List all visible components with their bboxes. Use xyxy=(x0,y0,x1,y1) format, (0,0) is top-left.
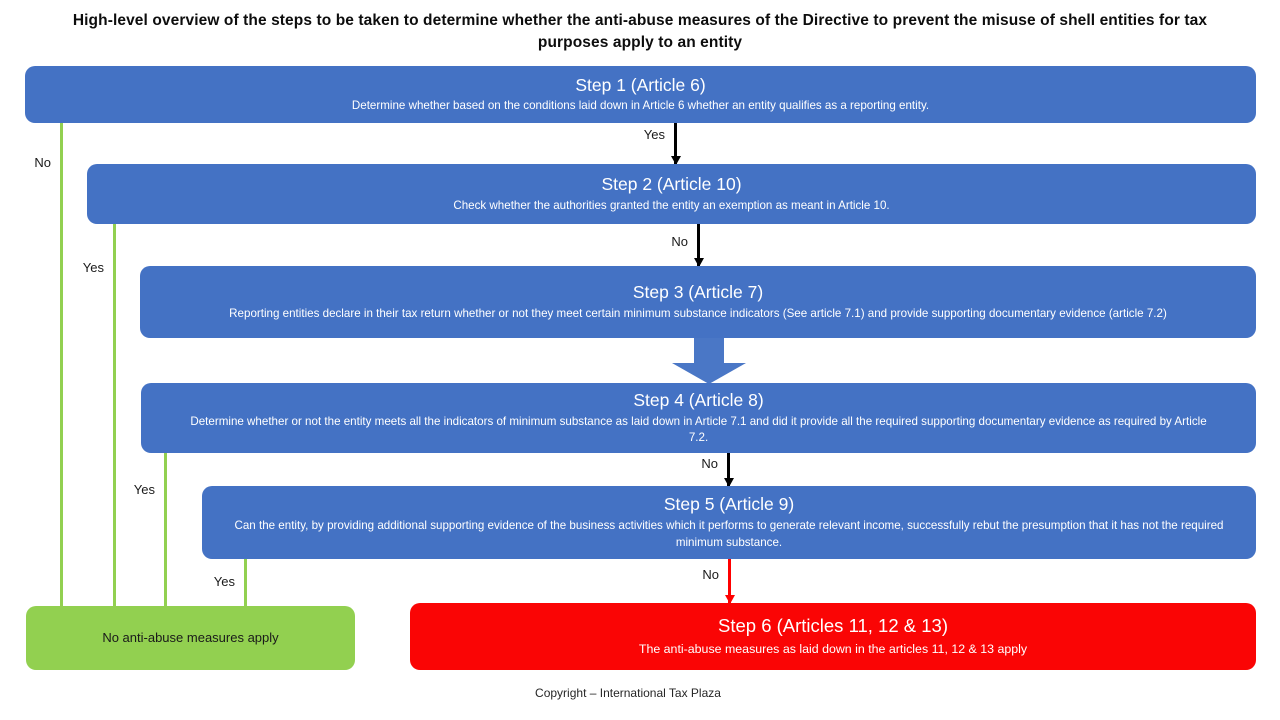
step-5-body: Can the entity, by providing additional … xyxy=(234,519,1224,549)
step-3-body: Reporting entities declare in their tax … xyxy=(229,306,1167,320)
step-6-heading: Step 6 (Articles 11, 12 & 13) xyxy=(718,615,948,637)
connector-label-yes: Yes xyxy=(641,127,667,142)
step-box-4[interactable]: Step 4 (Article 8) Determine whether or … xyxy=(141,383,1256,453)
connector-line xyxy=(728,559,731,603)
outcome-box-no-measures[interactable]: No anti-abuse measures apply xyxy=(26,606,355,670)
step-1-body: Determine whether based on the condition… xyxy=(351,99,930,113)
connector-line xyxy=(113,224,116,614)
outcome-green-label: No anti-abuse measures apply xyxy=(102,629,279,645)
arrowhead-icon xyxy=(724,595,735,604)
block-arrow-shaft xyxy=(694,338,724,364)
step-3-heading: Step 3 (Article 7) xyxy=(632,282,764,303)
connector-line xyxy=(164,453,167,614)
arrowhead-icon xyxy=(670,156,681,165)
step-box-3[interactable]: Step 3 (Article 7) Reporting entities de… xyxy=(140,266,1256,338)
step-4-heading: Step 4 (Article 8) xyxy=(633,389,764,410)
connector-line xyxy=(697,224,700,266)
connector-label-no: No xyxy=(669,234,690,249)
connector-line xyxy=(674,123,677,164)
connector-label-yes: Yes xyxy=(131,482,157,497)
connector-label-yes: Yes xyxy=(211,574,237,589)
page-title: High-level overview of the steps to be t… xyxy=(72,12,1208,52)
connector-label-no: No xyxy=(700,567,721,582)
step-2-heading: Step 2 (Article 10) xyxy=(601,174,742,195)
step-box-2[interactable]: Step 2 (Article 10) Check whether the au… xyxy=(87,164,1256,224)
arrowhead-icon xyxy=(723,478,734,487)
arrowhead-icon xyxy=(693,258,704,267)
step-6-body: The anti-abuse measures as laid down in … xyxy=(638,641,1028,656)
connector-line xyxy=(60,123,63,614)
connector-label-no: No xyxy=(32,155,53,170)
connector-label-yes: Yes xyxy=(80,260,106,275)
step-4-body: Determine whether or not the entity meet… xyxy=(190,414,1207,445)
connector-line xyxy=(727,453,730,486)
step-2-body: Check whether the authorities granted th… xyxy=(453,198,890,212)
step-1-heading: Step 1 (Article 6) xyxy=(575,74,706,95)
connector-line xyxy=(244,559,247,614)
step-5-heading: Step 5 (Article 9) xyxy=(663,494,795,515)
copyright-note: Copyright – International Tax Plaza xyxy=(535,686,721,700)
step-box-5[interactable]: Step 5 (Article 9) Can the entity, by pr… xyxy=(202,486,1256,559)
connector-label-no: No xyxy=(699,456,720,471)
step-box-1[interactable]: Step 1 (Article 6) Determine whether bas… xyxy=(25,66,1256,123)
outcome-box-step-6[interactable]: Step 6 (Articles 11, 12 & 13) The anti-a… xyxy=(410,603,1256,670)
block-arrow-tip xyxy=(672,363,746,384)
block-arrow-down-icon xyxy=(672,338,746,384)
